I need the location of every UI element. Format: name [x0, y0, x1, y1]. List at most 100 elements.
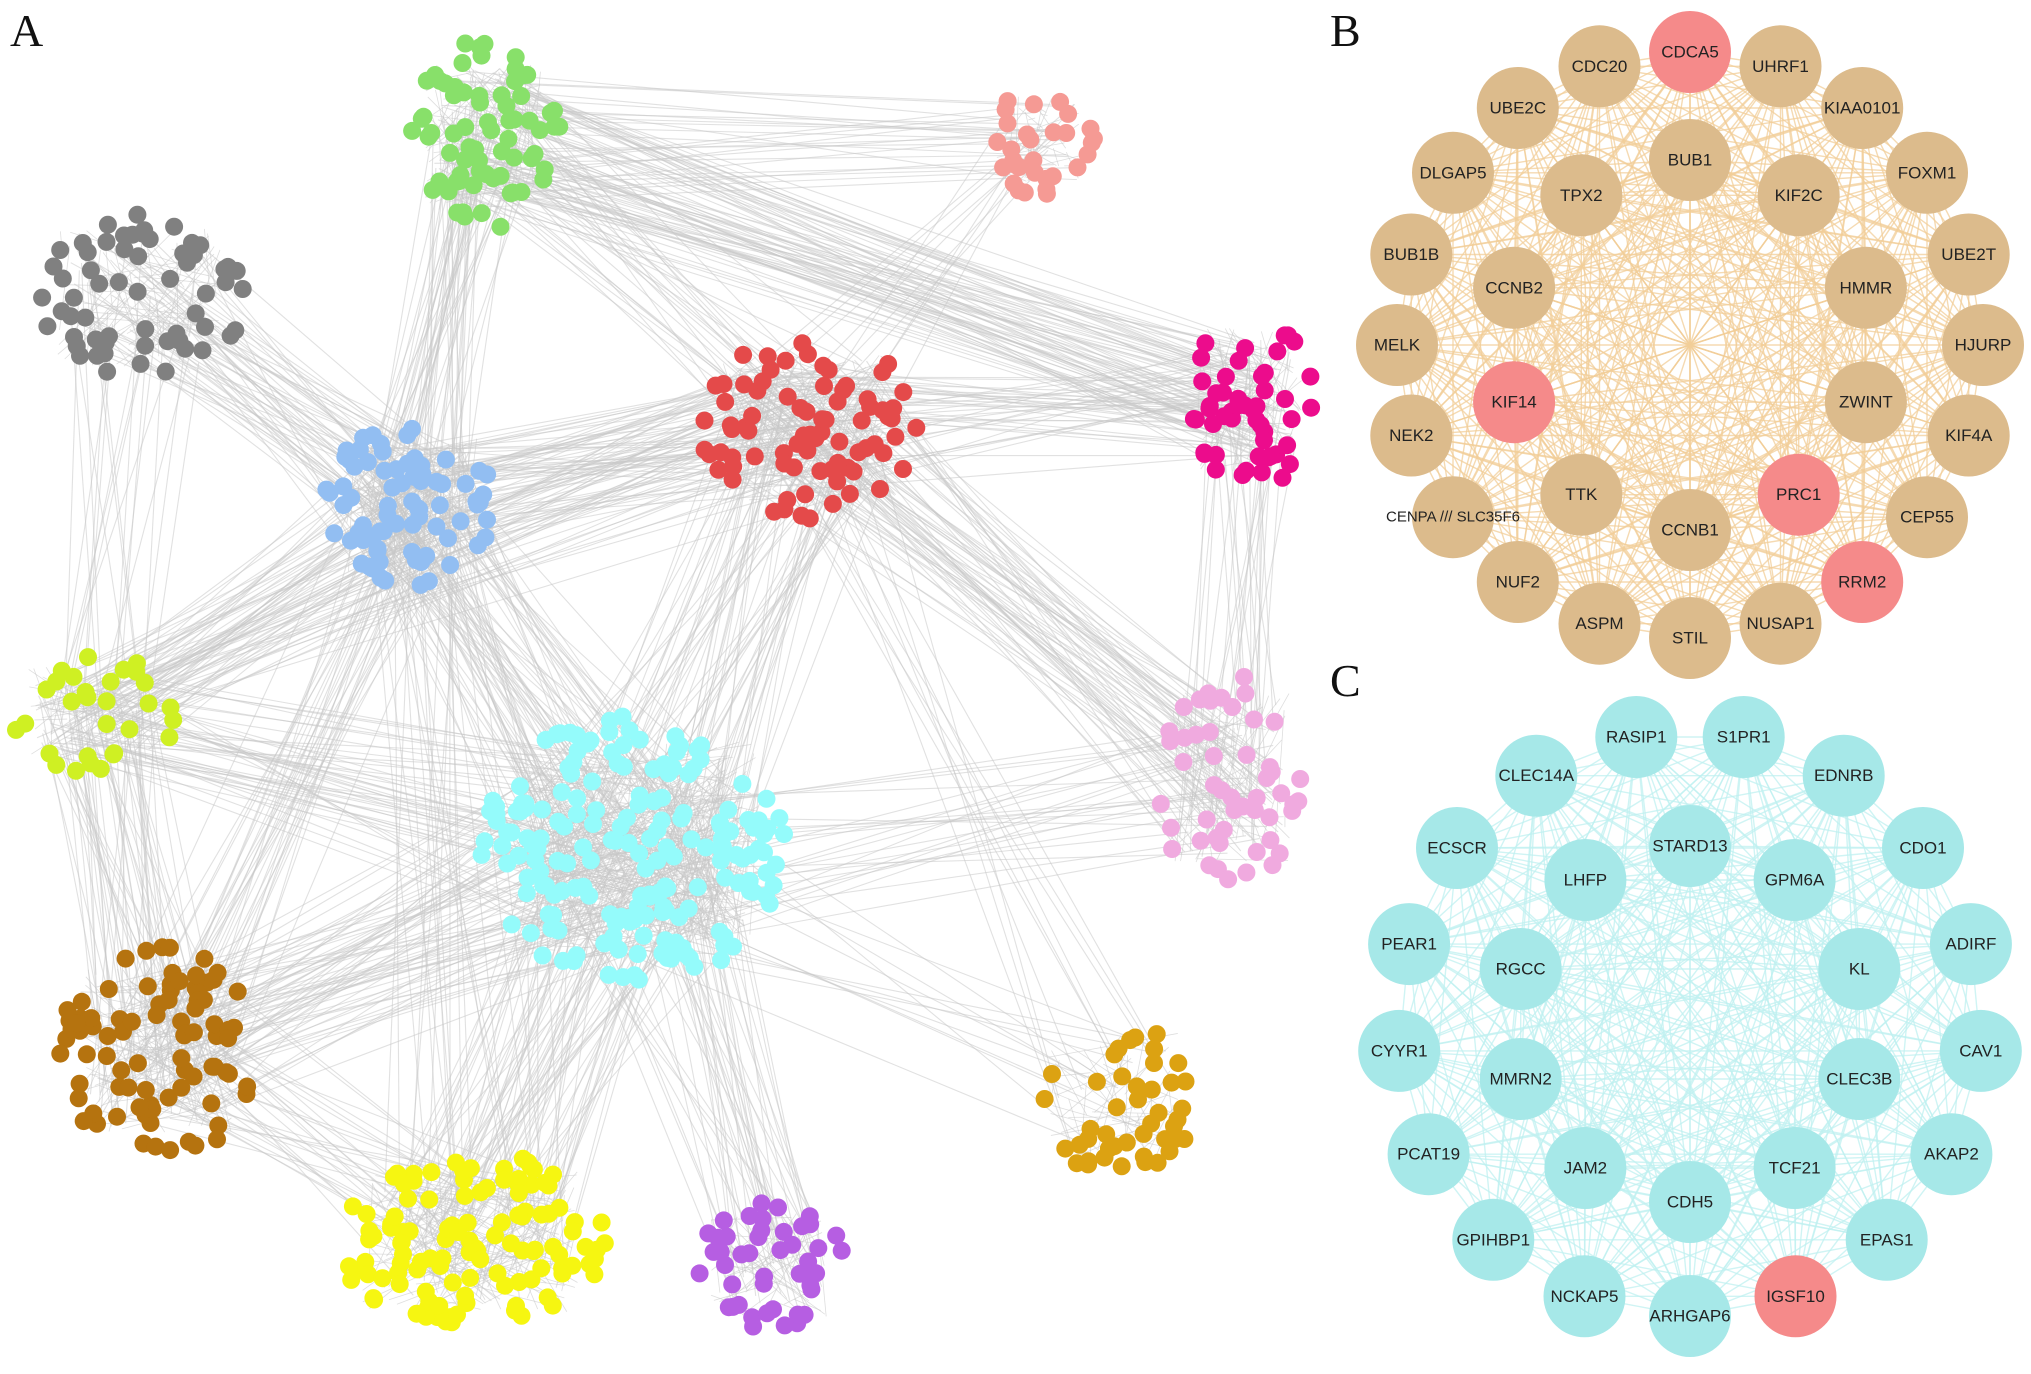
- edge-cyan-lime: [48, 693, 722, 894]
- node-brown: [112, 1061, 131, 1080]
- node-pink: [1191, 831, 1210, 850]
- edge-lime-brown: [135, 709, 160, 1101]
- edge-blue-green: [408, 194, 443, 498]
- edge-gray-lime: [151, 362, 200, 681]
- b-node-label: BUB1: [1668, 151, 1712, 170]
- node-cyan: [712, 951, 731, 970]
- c-edge: [1520, 845, 1691, 1080]
- cluster-gold: [1035, 1025, 1195, 1176]
- node-red: [723, 448, 742, 467]
- node-red: [837, 376, 856, 395]
- node-gold: [1129, 1090, 1147, 1109]
- node-gray: [81, 261, 100, 280]
- intra-edge: [106, 1047, 204, 1052]
- c-edge: [1493, 1239, 1796, 1297]
- node-yellow: [394, 1245, 412, 1264]
- node-yellow: [359, 1265, 377, 1284]
- b-node-label: NUF2: [1496, 573, 1540, 592]
- c-node-label: CLEC3B: [1826, 1070, 1892, 1089]
- c-node-circle: [1479, 928, 1562, 1010]
- c-edge: [1689, 847, 1924, 1203]
- c-node-circle: [1368, 903, 1451, 986]
- node-brown: [116, 949, 135, 968]
- node-blue: [439, 529, 457, 548]
- b-edge: [1580, 66, 1601, 495]
- c-node-circle: [1595, 696, 1678, 778]
- edge-green-magenta: [517, 97, 1209, 362]
- b-node-label: PRC1: [1776, 485, 1821, 504]
- node-red: [907, 418, 926, 437]
- intra-edge: [1054, 1063, 1140, 1125]
- node-yellow: [488, 1264, 507, 1283]
- node-blue: [373, 442, 392, 461]
- node-green: [456, 34, 475, 53]
- panel-b-network: CDCA5UHRF1KIAA0101FOXM1UBE2THJURPKIF4ACE…: [1330, 5, 2024, 679]
- edge-blue-brown: [131, 503, 354, 983]
- node-green: [545, 117, 564, 136]
- c-edge: [1583, 845, 1691, 1297]
- edge-cyan-lime: [66, 731, 556, 757]
- node-purple: [732, 1245, 751, 1264]
- cluster-gray: [33, 205, 252, 381]
- c-edge: [1689, 845, 1797, 1297]
- node-gold: [1113, 1067, 1132, 1086]
- node-cyan: [740, 871, 759, 890]
- node-lime: [120, 720, 139, 739]
- node-cyan: [568, 789, 587, 808]
- node-magenta: [1278, 436, 1297, 455]
- b-edge: [1452, 401, 1867, 518]
- c-edge: [1520, 847, 1924, 1080]
- node-purple: [716, 1256, 734, 1274]
- edge-green-magenta: [533, 149, 1238, 405]
- c-edge: [1689, 1050, 1982, 1203]
- node-cyan: [564, 753, 583, 772]
- edge-gray-lime: [60, 337, 139, 724]
- edge-blue-red: [445, 361, 847, 484]
- b-node-label: UHRF1: [1752, 57, 1809, 76]
- c-node-label: KL: [1849, 960, 1870, 979]
- intra-edge: [1147, 1119, 1166, 1154]
- c-edge: [1408, 943, 1494, 1240]
- intra-edge: [1235, 739, 1282, 791]
- b-node: UBE2T: [1927, 213, 2010, 296]
- b-node-circle: [1476, 541, 1559, 623]
- node-purple: [752, 1221, 771, 1240]
- node-red: [894, 383, 913, 402]
- cluster-red: [695, 334, 926, 528]
- node-gold: [1156, 1130, 1175, 1149]
- node-yellow: [342, 1270, 361, 1289]
- b-edge: [1599, 581, 1863, 625]
- b-edge: [1452, 51, 1691, 174]
- edge-blue-green: [445, 139, 467, 514]
- node-salmon: [1002, 140, 1021, 159]
- b-edge: [1599, 65, 1867, 289]
- node-blue: [478, 510, 496, 529]
- edge-lime-brown: [65, 751, 96, 1033]
- c-node-circle: [1649, 1161, 1731, 1243]
- edge-lime-brown: [48, 687, 157, 1033]
- b-edge: [1452, 172, 1582, 495]
- node-yellow: [390, 1275, 409, 1294]
- node-red: [706, 376, 725, 395]
- c-node-circle: [1939, 1009, 2022, 1092]
- b-edge: [1396, 344, 1519, 583]
- edge-cyan-purple: [647, 914, 817, 1224]
- node-purple: [758, 1304, 777, 1323]
- node-pink: [1174, 698, 1193, 716]
- edge-cyan-lime: [61, 749, 667, 865]
- c-edge: [1635, 736, 1860, 1080]
- node-red: [695, 411, 714, 430]
- b-edge: [1452, 172, 1867, 289]
- c-node-label: RASIP1: [1606, 728, 1666, 747]
- b-node: RRM2: [1821, 541, 1904, 623]
- edge-cyan-pink: [693, 750, 1228, 933]
- b-node-circle: [1824, 361, 1907, 444]
- panel-c-letter: C: [1330, 655, 1361, 706]
- edge-blue-yellow: [386, 527, 518, 1191]
- edge-green-magenta: [443, 160, 1256, 392]
- b-node: CDCA5: [1649, 11, 1731, 93]
- node-pink: [1235, 668, 1253, 686]
- c-edge: [1456, 847, 1796, 1169]
- edge-green-magenta: [444, 106, 1268, 359]
- node-blue: [387, 514, 405, 533]
